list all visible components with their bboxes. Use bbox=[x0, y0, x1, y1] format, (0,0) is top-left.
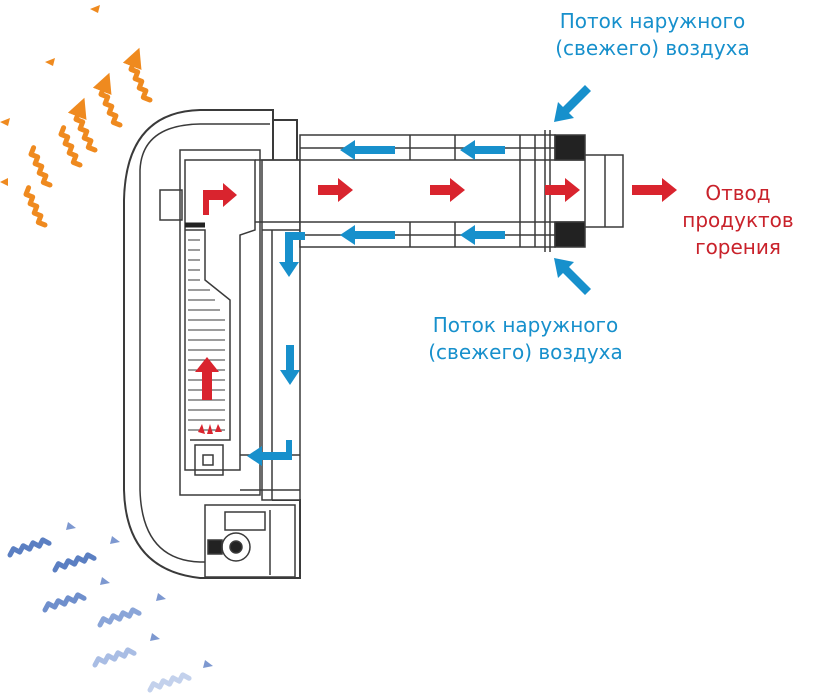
exhaust-arrow bbox=[203, 183, 237, 215]
fresh-air-arrow bbox=[340, 140, 395, 160]
fresh-air-inlet-arrow bbox=[554, 258, 591, 295]
label-fresh-air-bottom-line1: Поток наружного bbox=[432, 313, 619, 337]
fresh-air-arrow bbox=[340, 225, 395, 245]
label-exhaust-line3: горения bbox=[695, 235, 781, 259]
fresh-air-inlet-arrow bbox=[554, 85, 591, 122]
label-fresh-air-top-line1: Поток наружного bbox=[559, 9, 746, 33]
exhaust-arrow-up bbox=[195, 357, 219, 400]
coaxial-flue-pipe bbox=[255, 130, 624, 252]
flame-icon bbox=[198, 424, 222, 434]
fresh-air-arrow-down bbox=[279, 232, 305, 277]
label-fresh-air-bottom-line2: (свежего) воздуха bbox=[428, 340, 623, 364]
exhaust-arrow bbox=[318, 178, 353, 202]
exhaust-arrow bbox=[545, 178, 580, 202]
exhaust-arrow bbox=[430, 178, 465, 202]
label-fresh-air-top: Поток наружного (свежего) воздуха bbox=[520, 8, 785, 62]
label-exhaust-line2: продуктов bbox=[682, 208, 794, 232]
exhaust-arrow bbox=[632, 178, 677, 202]
fresh-air-flow-arrows bbox=[247, 85, 591, 466]
fan-icon bbox=[204, 504, 296, 578]
fresh-air-arrow-left bbox=[247, 440, 292, 466]
label-exhaust: Отвод продуктов горения bbox=[668, 180, 808, 261]
label-exhaust-line1: Отвод bbox=[705, 181, 771, 205]
label-fresh-air-bottom: Поток наружного (свежего) воздуха bbox=[393, 312, 658, 366]
exhaust-flow-arrows bbox=[195, 178, 677, 400]
fresh-air-arrow-down bbox=[280, 345, 300, 385]
fresh-air-arrow bbox=[460, 225, 505, 245]
fresh-air-arrow bbox=[460, 140, 505, 160]
label-fresh-air-top-line2: (свежего) воздуха bbox=[555, 36, 750, 60]
air-intake-duct bbox=[240, 159, 301, 501]
